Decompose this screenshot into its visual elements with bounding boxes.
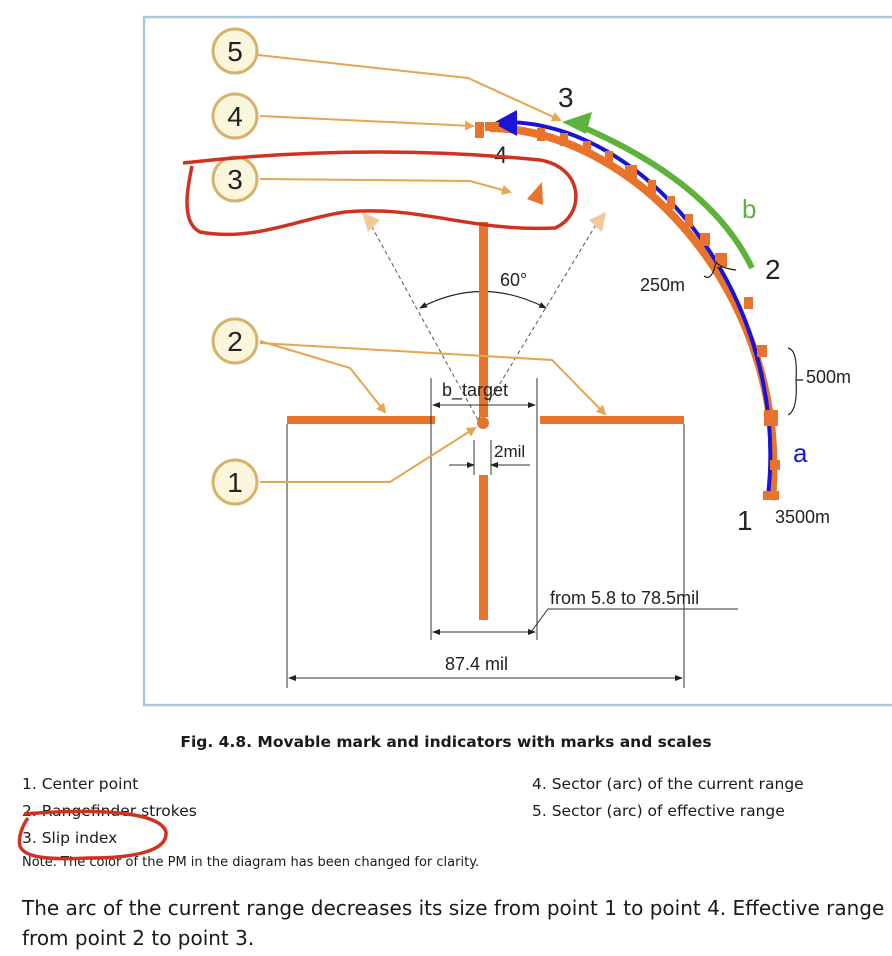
arc-point-2: 2 — [765, 254, 781, 285]
callout-2: 2 — [211, 317, 259, 365]
paragraph-line-1: The arc of the current range decreases i… — [22, 896, 885, 920]
arc-label-b: b — [742, 194, 756, 224]
arc-point-1: 1 — [737, 505, 753, 536]
range-bracket-500m — [787, 347, 803, 416]
range-bracket-250m — [703, 260, 737, 278]
paragraph-line-2: from point 2 to point 3. — [22, 926, 255, 950]
svg-text:4: 4 — [227, 101, 243, 132]
legend-item-5: 5. Sector (arc) of effective range — [532, 802, 785, 820]
slip-index-marker — [527, 182, 543, 205]
svg-text:3: 3 — [227, 164, 243, 195]
range-label-3500m: 3500m — [775, 507, 830, 527]
b-target-label: b_target — [442, 380, 508, 401]
arc-point-3: 3 — [558, 82, 574, 113]
callout-3: 3 — [211, 155, 259, 203]
arc-label-a: a — [793, 438, 808, 468]
body-paragraph: The arc of the current range decreases i… — [22, 893, 892, 953]
sector-dashed-line-left — [366, 217, 479, 421]
range-tick-marks — [475, 122, 780, 500]
range-label-500m: 500m — [806, 367, 851, 387]
svg-text:1: 1 — [227, 467, 243, 498]
legend-item-4: 4. Sector (arc) of the current range — [532, 775, 804, 793]
reticle-vertical-bottom — [479, 475, 488, 620]
angle-triangle-left — [362, 212, 380, 232]
callout-1: 1 — [211, 458, 259, 506]
angle-label: 60° — [500, 270, 527, 290]
mil2-label: 2mil — [494, 442, 525, 461]
range-label-250m: 250m — [640, 275, 685, 295]
center-point — [477, 417, 489, 429]
effective-range-arrowhead — [562, 112, 592, 134]
callout-leader-lines — [257, 54, 607, 483]
reticle-vertical-top — [479, 222, 488, 417]
callout-4: 4 — [211, 92, 259, 140]
legend-item-1: 1. Center point — [22, 775, 139, 793]
figure-diagram: 60° b_target 2mil from 5.8 to 78.5mil 87… — [142, 15, 892, 707]
legend-item-3: 3. Slip index — [22, 829, 118, 847]
figure-caption: Fig. 4.8. Movable mark and indicators wi… — [180, 733, 712, 751]
sector-dashed-line-right — [477, 217, 601, 421]
note-text: Note. The color of the PM in the diagram… — [22, 855, 480, 870]
current-range-arrowhead — [493, 110, 517, 136]
svg-text:2: 2 — [227, 326, 243, 357]
effective-range-arc-b — [571, 120, 755, 270]
rangefinder-stroke-left — [287, 416, 435, 424]
annotation-scribble-figure — [182, 150, 578, 237]
legend-item-2: 2. Rangefinder strokes — [22, 802, 197, 820]
width-label: 87.4 mil — [445, 654, 508, 674]
callout-5: 5 — [211, 27, 259, 75]
dimension-lines — [286, 378, 738, 688]
rangefinder-stroke-right — [540, 416, 684, 424]
svg-text:5: 5 — [227, 36, 243, 67]
from-range-label: from 5.8 to 78.5mil — [550, 588, 699, 608]
angle-triangle-right — [589, 212, 606, 232]
